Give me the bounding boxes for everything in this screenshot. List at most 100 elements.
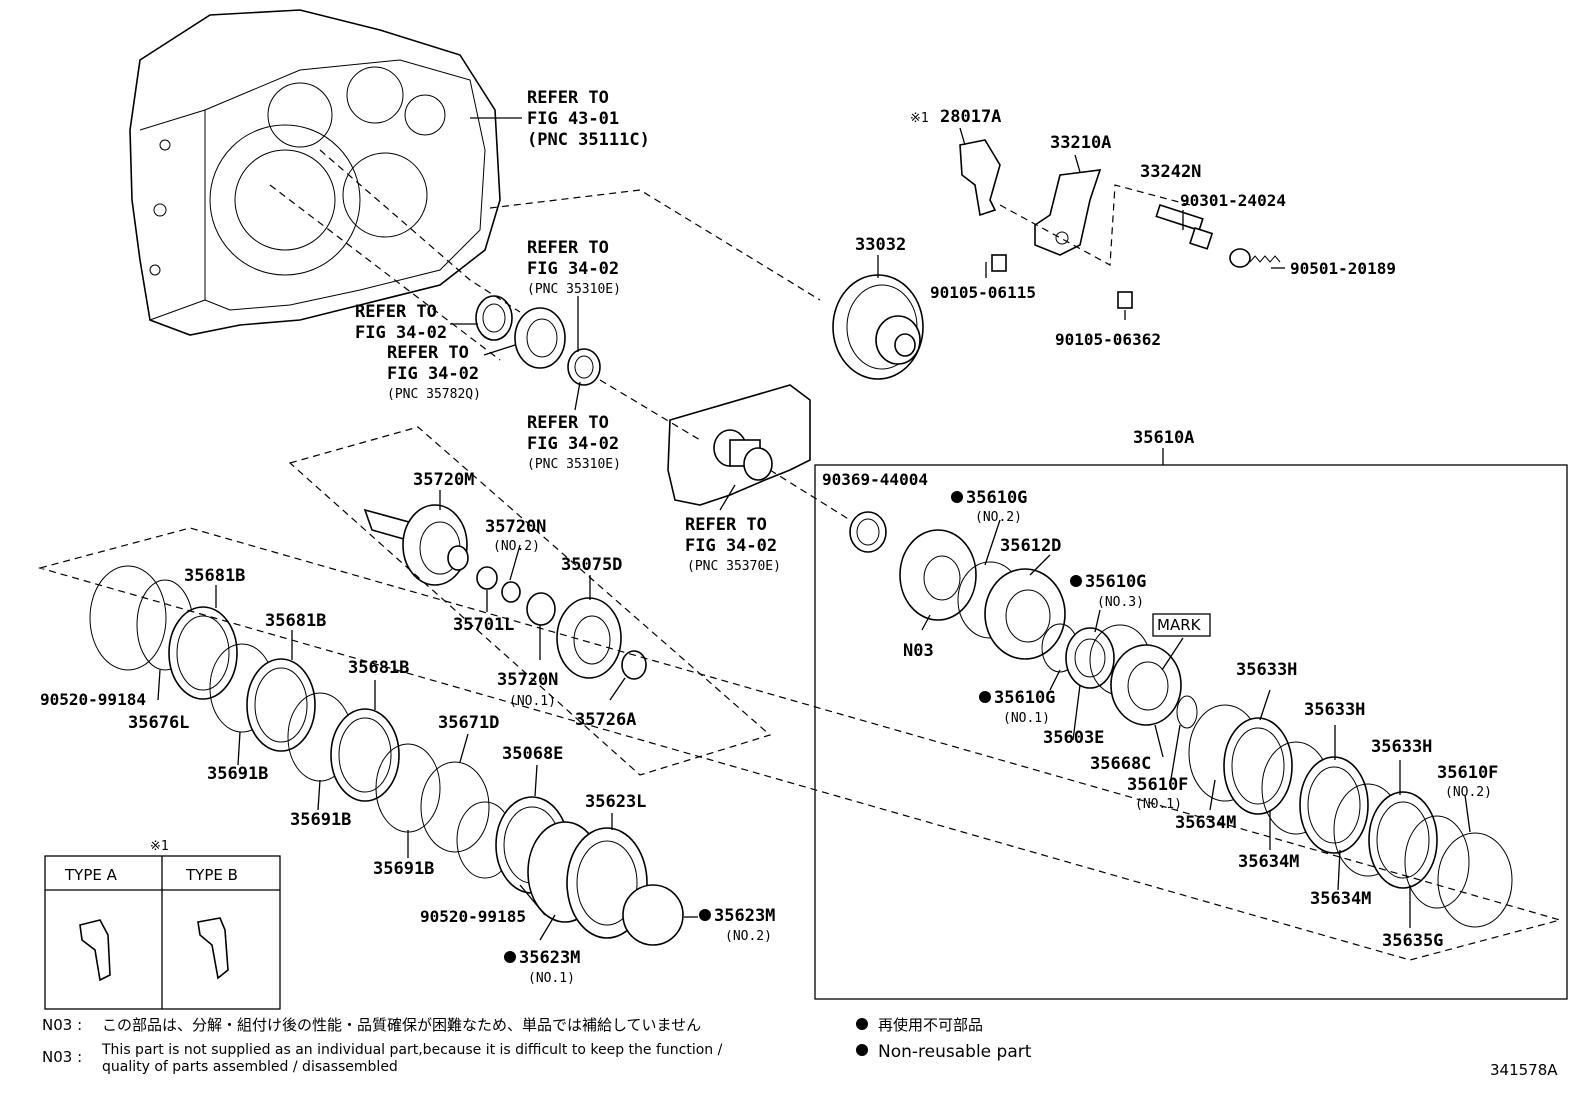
legend-dot-jp	[856, 1018, 868, 1030]
label-33242N: 33242N	[1140, 162, 1201, 182]
refer-r4-line1: REFER TO	[527, 413, 609, 433]
label-35623M-1: 35623M	[519, 948, 580, 968]
label-35681B-c: 35681B	[348, 658, 409, 678]
label-35691B-a: 35691B	[207, 764, 268, 784]
label-35720M: 35720M	[413, 470, 474, 490]
label-90301-24024: 90301-24024	[1180, 191, 1286, 210]
refer-case-line1: REFER TO	[527, 88, 609, 108]
label-35691B-b: 35691B	[290, 810, 351, 830]
refer-r3-line1: REFER TO	[387, 343, 469, 363]
legend-jp: 再使用不可部品	[878, 1016, 983, 1034]
mark-box	[1152, 613, 1211, 637]
nonreusable-dot-35623M-1	[504, 951, 516, 963]
bracket-plate	[667, 384, 811, 506]
diagram-id: 341578A	[1490, 1061, 1558, 1079]
note-n03-jp: この部品は、分解・組付け後の性能・品質確保が困難なため、単品では補給していません	[102, 1016, 701, 1034]
nonreusable-dot-35623M-2	[699, 909, 711, 921]
refer-case-line3: (PNC 35111C)	[527, 130, 650, 150]
label-35610F-2-sub: (NO.2)	[1445, 785, 1492, 800]
label-35610G-1: 35610G	[994, 688, 1055, 708]
label-33210A: 33210A	[1050, 133, 1111, 153]
label-90369-44004: 90369-44004	[822, 470, 928, 489]
label-35068E: 35068E	[502, 744, 563, 764]
label-35681B-b: 35681B	[265, 611, 326, 631]
refer-r2-line1: REFER TO	[355, 302, 437, 322]
nonreusable-dot-35610G-2	[951, 491, 963, 503]
label-35720N-1: 35720N	[497, 670, 558, 690]
type-box-marker: ※1	[150, 839, 169, 854]
label-28017A-mark: ※1	[910, 111, 929, 126]
refer-r5-line3: (PNC 35370E)	[687, 559, 781, 574]
refer-case-line2: FIG 43-01	[527, 109, 619, 129]
label-35726A: 35726A	[575, 710, 636, 730]
label-35633H-b: 35633H	[1304, 700, 1365, 720]
refer-r1-line2: FIG 34-02	[527, 259, 619, 279]
label-35668C: 35668C	[1090, 754, 1151, 774]
label-90105-06115: 90105-06115	[930, 283, 1036, 302]
label-90105-06362: 90105-06362	[1055, 330, 1161, 349]
label-28017A: 28017A	[940, 107, 1001, 127]
legend-en: Non-reusable part	[878, 1042, 1032, 1062]
label-90501-20189: 90501-20189	[1290, 259, 1396, 278]
label-35634M-c: 35634M	[1310, 889, 1371, 909]
nonreusable-dot-35610G-1	[979, 691, 991, 703]
refer-r1-line1: REFER TO	[527, 238, 609, 258]
label-35610F-2: 35610F	[1437, 763, 1498, 783]
label-35623M-1-sub: (NO.1)	[528, 971, 575, 986]
refer-r5-line1: REFER TO	[685, 515, 767, 535]
planetary-shaft	[363, 504, 647, 680]
label-35634M-a: 35634M	[1175, 813, 1236, 833]
refer-r1-line3: (PNC 35310E)	[527, 282, 621, 297]
label-35612D: 35612D	[1000, 536, 1061, 556]
box-35610A	[814, 464, 1568, 1000]
label-35610G-3: 35610G	[1085, 572, 1146, 592]
label-35610A: 35610A	[1133, 428, 1194, 448]
label-35671D: 35671D	[438, 713, 499, 733]
label-90520-99184: 90520-99184	[40, 690, 146, 709]
label-35691B-c: 35691B	[373, 859, 434, 879]
label-35603E: 35603E	[1043, 728, 1104, 748]
label-35610G-1-sub: (NO.1)	[1003, 711, 1050, 726]
note-n03-label-jp: N03 :	[42, 1016, 82, 1034]
note-n03-en-2: quality of parts assembled / disassemble…	[102, 1059, 398, 1075]
label-35720N-1-sub: (NO.1)	[509, 694, 556, 709]
type-box	[44, 855, 281, 1010]
legend-dot-en	[856, 1044, 868, 1056]
dashed-guides	[37, 149, 1568, 1000]
refer-r4-line3: (PNC 35310E)	[527, 457, 621, 472]
refer-r5-line2: FIG 34-02	[685, 536, 777, 556]
refer-r3-line2: FIG 34-02	[387, 364, 479, 384]
label-35610G-2: 35610G	[966, 488, 1027, 508]
label-35633H-c: 35633H	[1371, 737, 1432, 757]
label-35701L: 35701L	[453, 615, 514, 635]
label-mark: MARK	[1157, 616, 1202, 634]
label-35610F-1: 35610F	[1127, 775, 1188, 795]
type-b-label: TYPE B	[185, 866, 238, 884]
bearings-mid	[475, 295, 601, 386]
label-35676L: 35676L	[128, 713, 189, 733]
type-a-label: TYPE A	[64, 866, 118, 884]
label-35681B-a: 35681B	[184, 566, 245, 586]
label-n03: N03	[903, 641, 934, 661]
label-35075D: 35075D	[561, 555, 622, 575]
left-clutch-pack	[89, 565, 684, 946]
note-n03-label-en: N03 :	[42, 1048, 82, 1066]
label-35610G-2-sub: (NO.2)	[975, 510, 1022, 525]
label-35623M-2-sub: (NO.2)	[725, 929, 772, 944]
label-35610F-1-sub: (NO.1)	[1135, 797, 1182, 812]
note-n03-en-1: This part is not supplied as an individu…	[101, 1042, 723, 1058]
label-35623L: 35623L	[585, 792, 646, 812]
label-35720N-2: 35720N	[485, 517, 546, 537]
nonreusable-dot-35610G-3	[1070, 575, 1082, 587]
label-35610G-3-sub: (NO.3)	[1097, 595, 1144, 610]
label-35634M-b: 35634M	[1238, 852, 1299, 872]
refer-r2-line2: FIG 34-02	[355, 323, 447, 343]
transmission-case	[129, 9, 501, 336]
label-35720N-2-sub: (NO.2)	[493, 539, 540, 554]
refer-r3-line3: (PNC 35782Q)	[387, 387, 481, 402]
gear-33032	[832, 274, 924, 380]
label-35635G: 35635G	[1382, 931, 1443, 951]
label-90520-99185: 90520-99185	[420, 907, 526, 926]
